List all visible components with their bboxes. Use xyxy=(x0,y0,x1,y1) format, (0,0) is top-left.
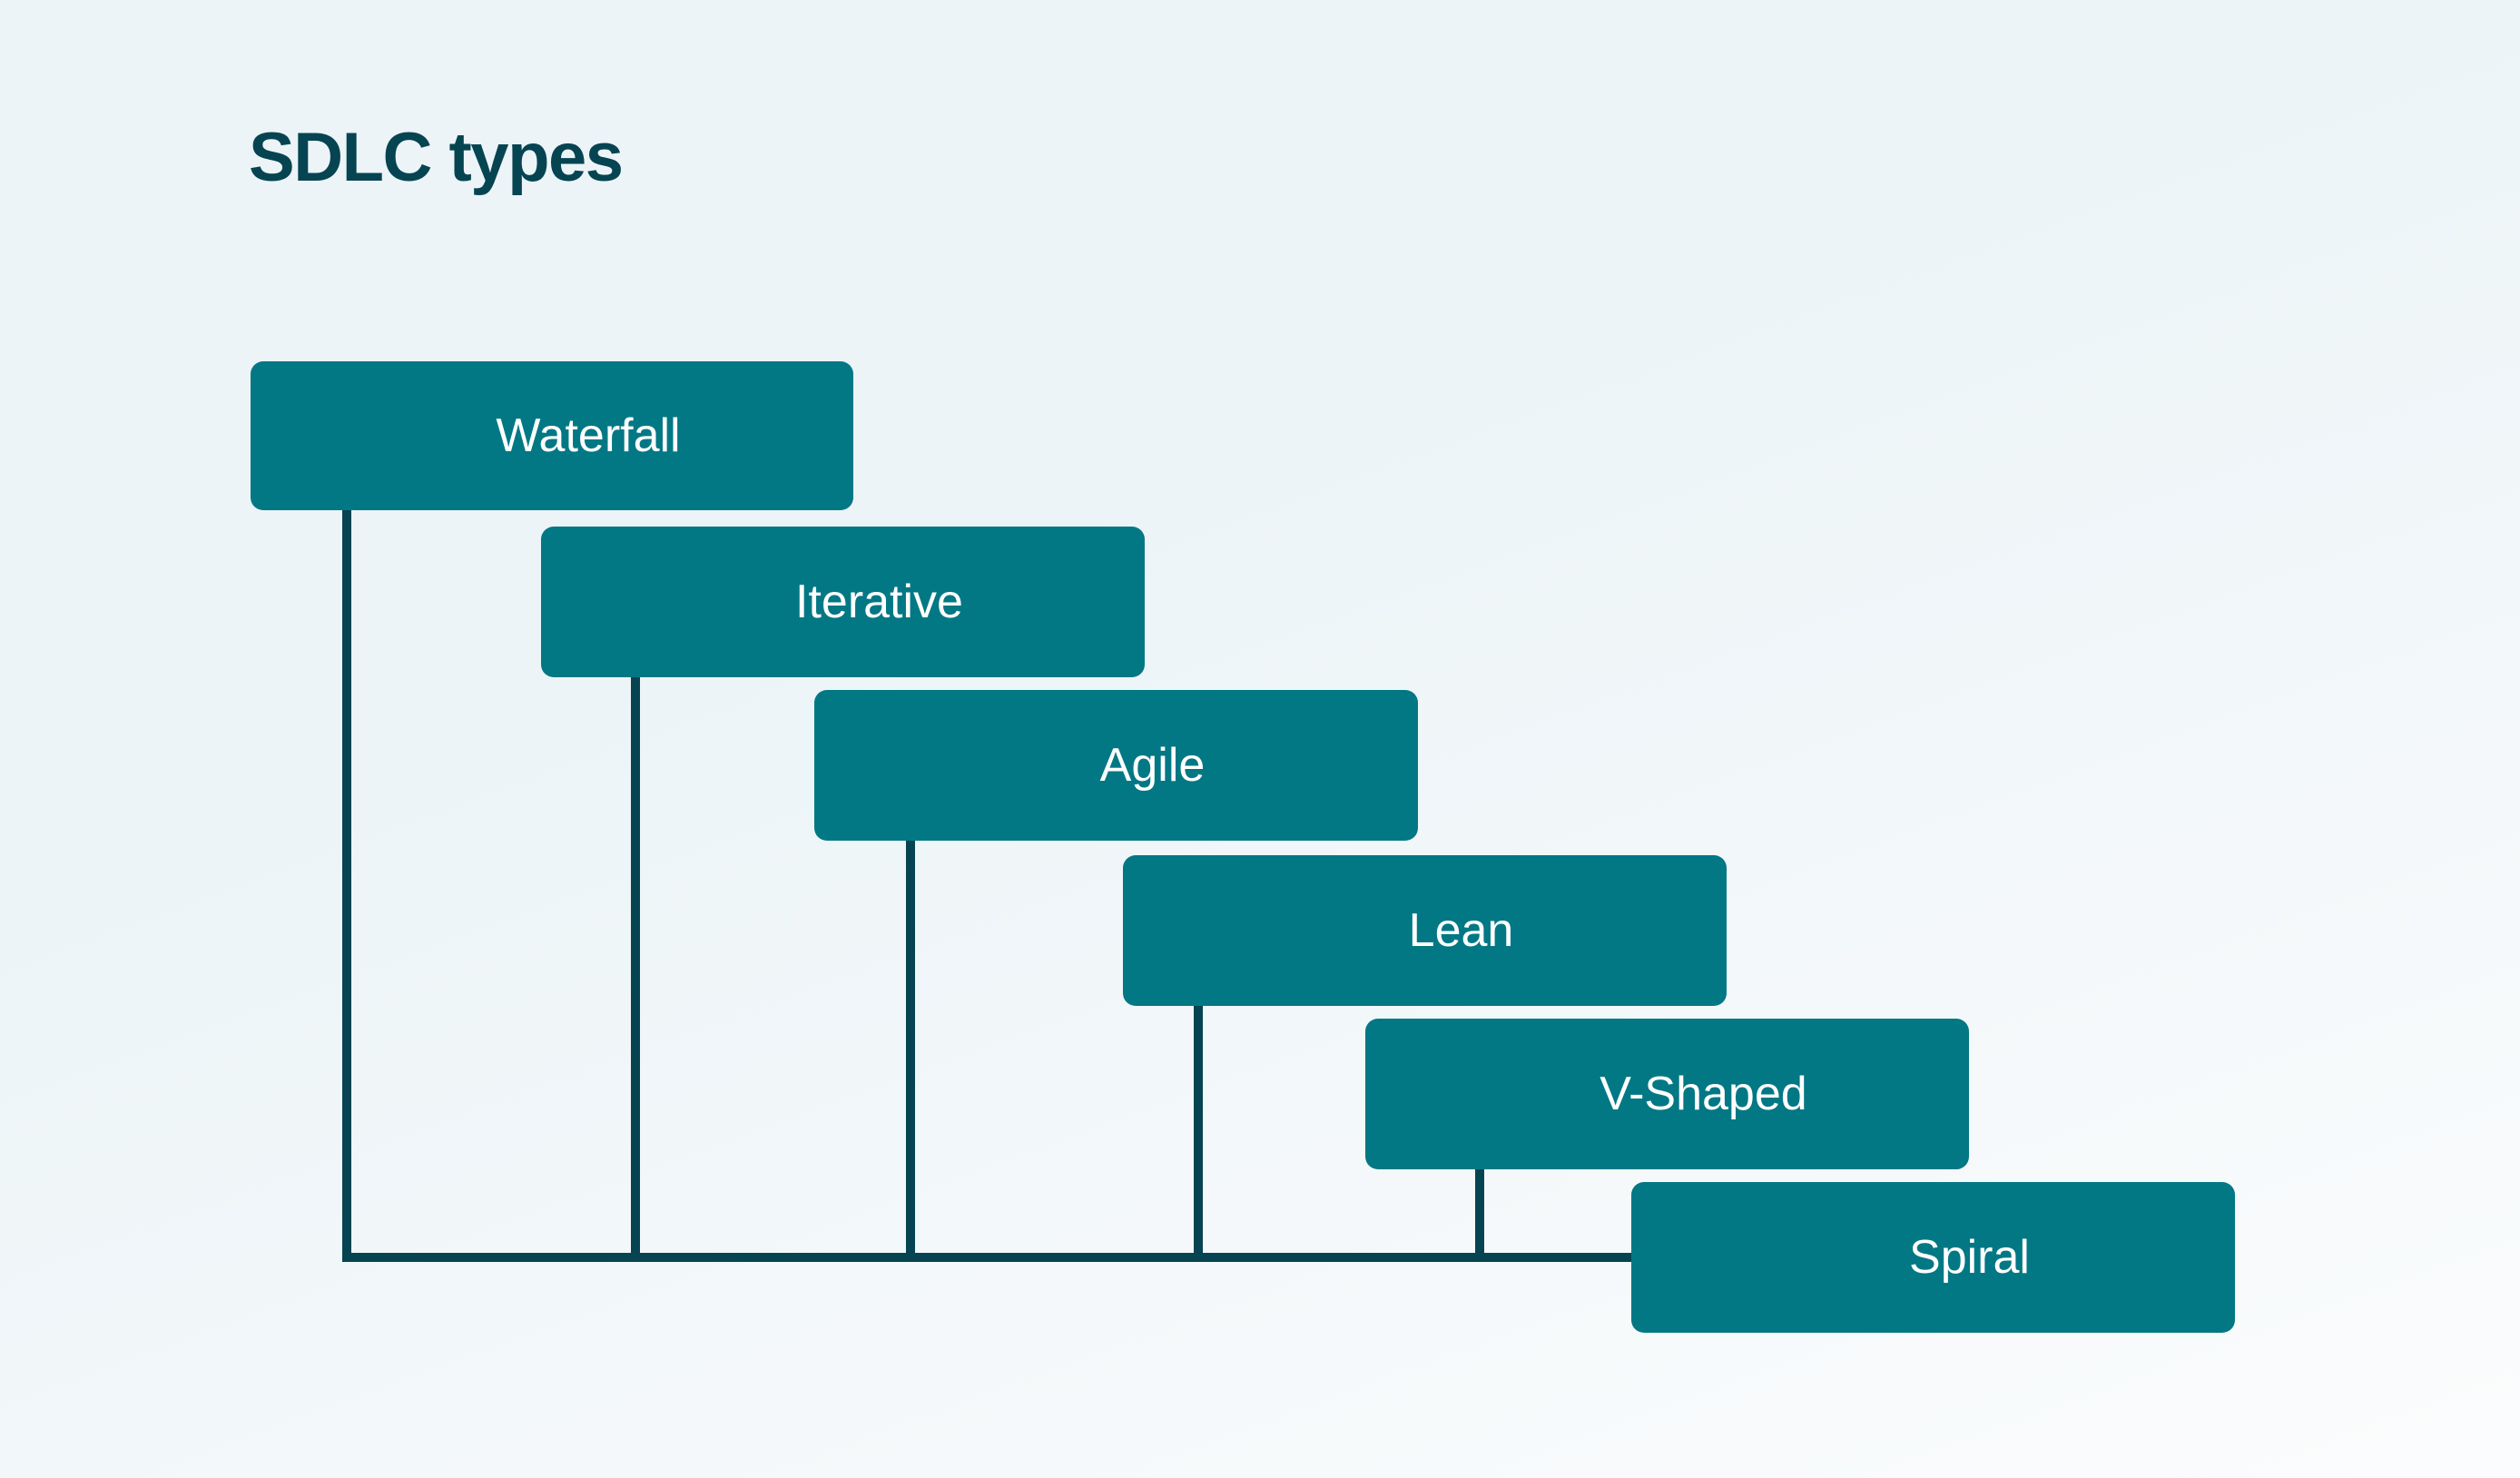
stage-label-v-shaped: V-Shaped xyxy=(1600,1068,1807,1120)
stage-box-iterative[interactable]: Iterative xyxy=(541,527,1145,677)
stage-box-agile[interactable]: Agile xyxy=(814,690,1418,841)
stage-label-iterative: Iterative xyxy=(795,576,963,628)
stage-label-spiral: Spiral xyxy=(1909,1231,2030,1284)
stage-label-agile: Agile xyxy=(1099,739,1206,792)
stage-box-v-shaped[interactable]: V-Shaped xyxy=(1365,1019,1969,1169)
stage-label-waterfall: Waterfall xyxy=(496,409,681,462)
page-title: SDLC types xyxy=(249,119,624,196)
connector-line-agile xyxy=(906,841,915,1262)
stage-box-lean[interactable]: Lean xyxy=(1123,855,1727,1006)
stage-box-spiral[interactable]: Spiral xyxy=(1631,1182,2235,1333)
stage-box-waterfall[interactable]: Waterfall xyxy=(251,361,853,510)
stage-label-lean: Lean xyxy=(1408,904,1514,957)
connector-line-waterfall xyxy=(342,510,351,1262)
connector-line-iterative xyxy=(631,677,640,1262)
connector-line-v-shaped xyxy=(1475,1169,1484,1262)
baseline-axis xyxy=(342,1253,1637,1262)
connector-line-lean xyxy=(1194,1006,1203,1262)
